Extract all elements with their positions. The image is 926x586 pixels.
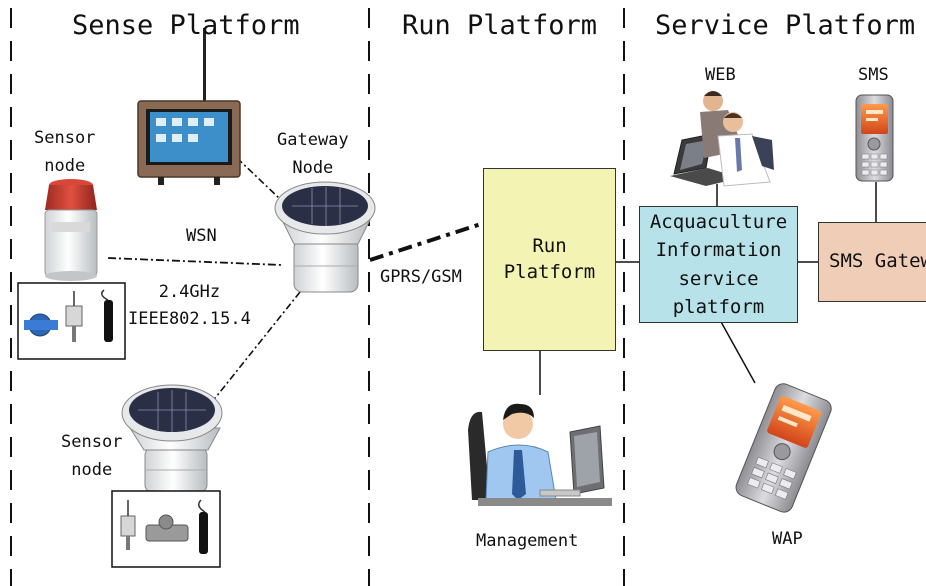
wsn-label: WSN bbox=[186, 226, 217, 246]
laptop-users-icon bbox=[670, 91, 774, 187]
sms-gateway-box: SMS Gateway bbox=[818, 222, 926, 302]
run-platform-box: Run Platform bbox=[483, 168, 616, 351]
sensor-probes-icon bbox=[17, 282, 126, 360]
sms-gateway-text: SMS Gateway bbox=[829, 250, 926, 273]
run-platform-header: Run Platform bbox=[402, 10, 598, 41]
sense-platform-header: Sense Platform bbox=[72, 10, 300, 41]
link-gateway-lower-node bbox=[211, 291, 301, 403]
solid-links bbox=[539, 182, 877, 395]
mobile-phone-icon bbox=[735, 383, 832, 513]
link-wsn bbox=[107, 257, 283, 266]
solar-node-icon bbox=[121, 384, 223, 493]
service-platform-header: Service Platform bbox=[655, 10, 916, 41]
gateway-panel-icon bbox=[137, 28, 241, 185]
gateway-node-label: Gateway Node bbox=[277, 130, 349, 178]
information-service-platform-box: Acquaculture Information service platfor… bbox=[639, 206, 798, 323]
radio-spec-label: 2.4GHz IEEE802.15.4 bbox=[128, 282, 251, 329]
sensor-node-label: Sensor node bbox=[61, 432, 123, 480]
link-info-wap bbox=[719, 319, 756, 384]
information-service-platform-text: Acquaculture Information service platfor… bbox=[649, 210, 788, 319]
sensor-node-icon bbox=[44, 179, 98, 281]
link-panel-gateway bbox=[236, 157, 280, 199]
run-platform-box-text: Run Platform bbox=[503, 234, 596, 283]
sms-label: SMS bbox=[858, 65, 889, 85]
column-dividers bbox=[10, 8, 625, 586]
sensor-node-label: Sensor node bbox=[34, 128, 96, 176]
operator-computer-icon bbox=[468, 403, 612, 506]
web-label: WEB bbox=[705, 65, 736, 85]
mobile-phone-icon bbox=[855, 94, 894, 182]
solar-node-icon bbox=[274, 181, 376, 293]
link-gprs bbox=[369, 221, 485, 262]
management-label: Management bbox=[476, 531, 579, 551]
wap-label: WAP bbox=[772, 529, 803, 549]
sensor-probes-icon bbox=[111, 490, 221, 568]
wireless-links bbox=[107, 157, 485, 403]
gprs-gsm-label: GPRS/GSM bbox=[380, 267, 462, 287]
